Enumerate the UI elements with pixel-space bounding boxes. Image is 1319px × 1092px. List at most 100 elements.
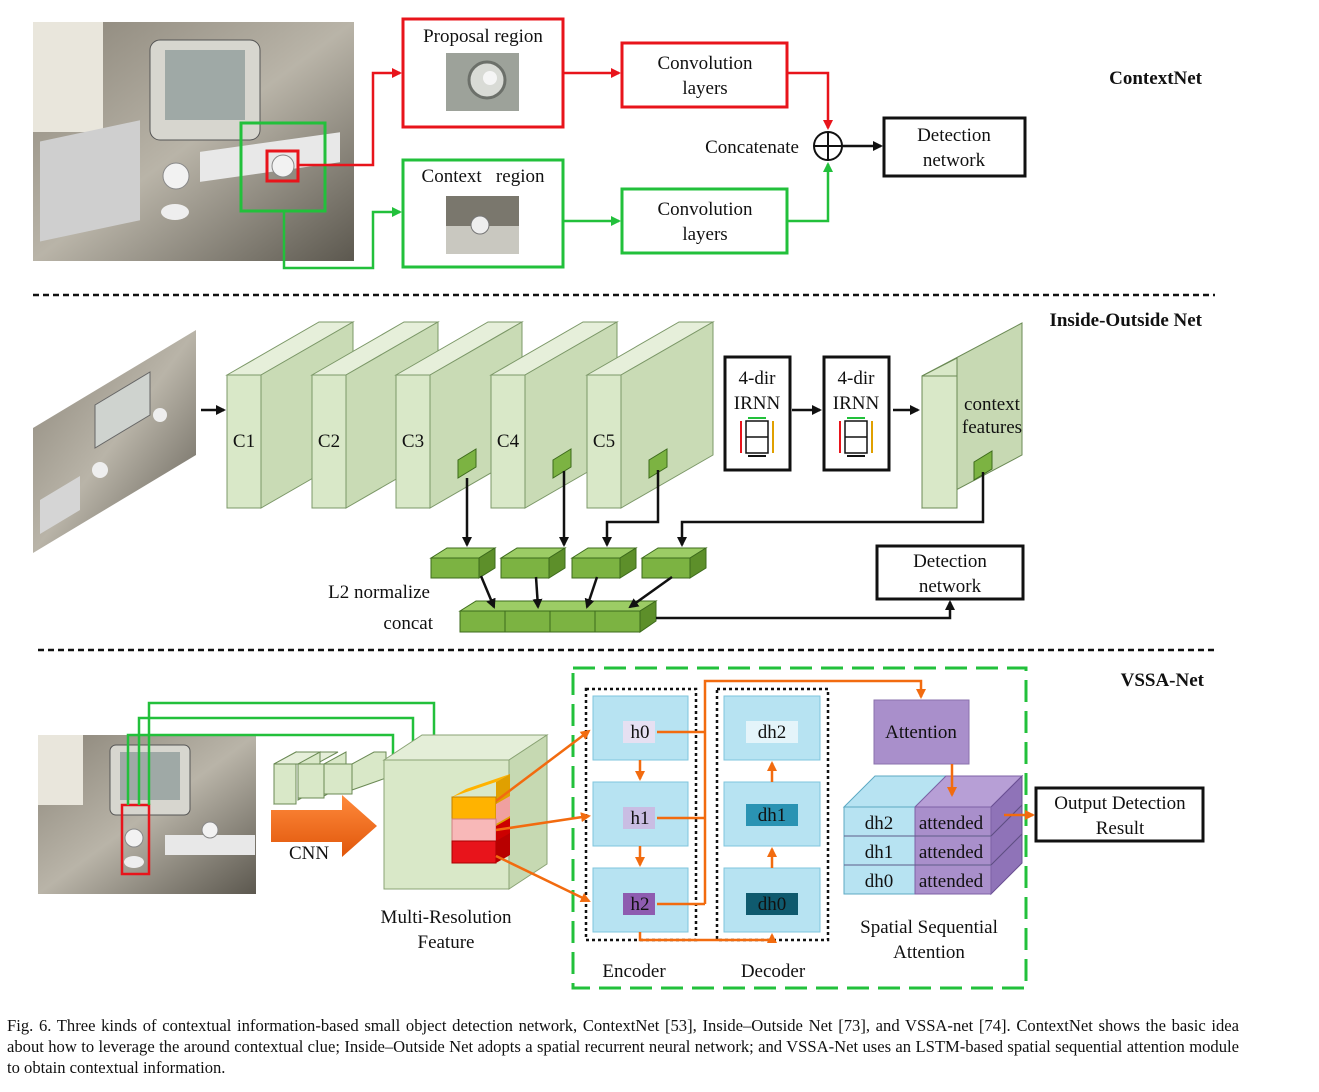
cnn-slabs <box>273 751 387 805</box>
ssa-row2-left: dh0 <box>865 871 894 892</box>
concat-segment <box>459 610 506 633</box>
dh2-label: dh2 <box>758 722 787 743</box>
vssa-title: VSSA-Net <box>1121 670 1205 691</box>
arrow-l2c-concat <box>584 576 599 609</box>
decoder-cell-dh1: dh1 <box>723 781 821 847</box>
decoder-frame <box>715 687 830 942</box>
conv-block-label: C3 <box>402 431 424 452</box>
detection-network-box-2 <box>875 544 1025 601</box>
concat-plus-icon <box>813 131 843 161</box>
attention-label: Attention <box>885 722 957 743</box>
arrow-to-context <box>282 207 402 270</box>
attention-box <box>873 699 970 765</box>
diagram: Proposal region Context region Convoluti… <box>33 17 1215 990</box>
decoder-label: Decoder <box>741 961 806 982</box>
h1-label: h1 <box>631 808 650 829</box>
context-region-label: Context region <box>422 166 545 187</box>
proposal-thumbnail <box>446 53 519 111</box>
conv-top-line2: layers <box>682 78 727 99</box>
dh0-label: dh0 <box>758 894 787 915</box>
output-line2: Result <box>1096 818 1145 839</box>
dh1-label: dh1 <box>758 805 787 826</box>
conv-block-label: C1 <box>233 431 255 452</box>
ssa-row2-right: attended <box>919 871 984 892</box>
h0-label: h0 <box>631 722 650 743</box>
ionet-title: Inside-Outside Net <box>1049 310 1202 331</box>
encoder-cell-h0: h0 <box>592 695 689 761</box>
concat-segment <box>549 610 596 633</box>
arrow-c5-l2 <box>602 470 660 547</box>
arrow-context-l2 <box>677 472 985 547</box>
orange-feature-h0 <box>495 729 591 802</box>
vssa-section: VSSA-Net CNN <box>38 666 1205 990</box>
ionet-section: Inside-Outside Net C1 C2 C3 C4 C5 4-dir IRNN <box>33 310 1203 634</box>
concatenate-label: Concatenate <box>705 137 799 158</box>
detection2-line1: Detection <box>913 551 987 572</box>
conv-block-5: C5 <box>585 321 715 509</box>
proposal-region-label: Proposal region <box>423 26 543 47</box>
desk-photo <box>33 22 354 261</box>
skewed-desk-photo <box>33 330 196 553</box>
feature-patch <box>457 448 477 479</box>
l2-normalize-label: L2 normalize <box>328 582 430 603</box>
encoder-cell-h2: h2 <box>592 867 689 933</box>
irnn-box-1: 4-dir IRNN <box>723 355 792 472</box>
ssa-row1-right: attended <box>919 842 984 863</box>
ssa-line1: Spatial Sequential <box>860 917 998 938</box>
conv-block-label: C4 <box>497 431 520 452</box>
detection-network-box <box>882 116 1027 178</box>
ssa-block: dh2 attended dh1 attended dh0 attended <box>842 774 1024 896</box>
irnn-box-2: 4-dir IRNN <box>822 355 891 472</box>
attention-module-frame <box>571 666 1028 990</box>
detection-line2: network <box>923 150 986 171</box>
h2-label: h2 <box>631 894 650 915</box>
irnn-arrows-icon <box>839 417 873 457</box>
l2-normalize-slabs <box>429 547 708 579</box>
context-line2: features <box>962 417 1022 438</box>
output-line1: Output Detection <box>1054 793 1186 814</box>
arrow-l2b-concat <box>532 576 543 609</box>
conv-layers-top <box>620 41 789 109</box>
context-features-block: context features <box>921 322 1023 509</box>
arrow-convtop-concat <box>787 71 833 130</box>
irnn2-line2: IRNN <box>833 393 880 414</box>
feature-patch <box>648 448 668 479</box>
concat-segment <box>504 610 551 633</box>
contextnet-title: ContextNet <box>1109 68 1203 89</box>
arrow-l2d-concat <box>628 575 673 609</box>
encoder-label: Encoder <box>602 961 666 982</box>
feature-patch <box>552 448 572 479</box>
conv-bottom-line1: Convolution <box>657 199 753 220</box>
l2-slab-2 <box>499 547 567 579</box>
l2-slab-1 <box>429 547 497 579</box>
detection-line1: Detection <box>917 125 991 146</box>
conv-block-label: C5 <box>593 431 615 452</box>
vssa-target-box <box>120 803 151 876</box>
conv-bottom-line2: layers <box>682 224 727 245</box>
cnn-arrow-icon <box>271 795 377 857</box>
figure-caption: Fig. 6. Three kinds of contextual inform… <box>7 1016 1239 1077</box>
concat-slabs <box>458 600 658 633</box>
orange-feature-h2 <box>495 854 591 903</box>
concat-segment <box>594 610 641 633</box>
ssa-line2: Attention <box>893 942 965 963</box>
irnn1-line2: IRNN <box>734 393 781 414</box>
conv-block-label: C2 <box>318 431 340 452</box>
l2-slab-3 <box>570 547 638 579</box>
l2-slab-4 <box>640 547 708 579</box>
arrow-convbottom-concat <box>787 162 833 223</box>
context-line1: context <box>964 394 1021 415</box>
context-thumbnail <box>446 196 519 254</box>
conv-blocks: C1 C2 C3 C4 C5 <box>225 321 715 509</box>
detection2-line2: network <box>919 576 982 597</box>
encoder-cell-h1: h1 <box>592 781 689 847</box>
contextnet-section: Proposal region Context region Convoluti… <box>33 17 1203 270</box>
irnn2-line1: 4-dir <box>838 368 876 389</box>
orange-h2-dh0 <box>638 932 777 943</box>
decoder-cell-dh2: dh2 <box>723 695 821 761</box>
vssa-desk-photo <box>38 735 256 894</box>
conv-top-line1: Convolution <box>657 53 753 74</box>
orange-feature-h1 <box>495 812 591 832</box>
output-detection-box <box>1034 786 1205 843</box>
concat-top-face <box>458 600 658 612</box>
